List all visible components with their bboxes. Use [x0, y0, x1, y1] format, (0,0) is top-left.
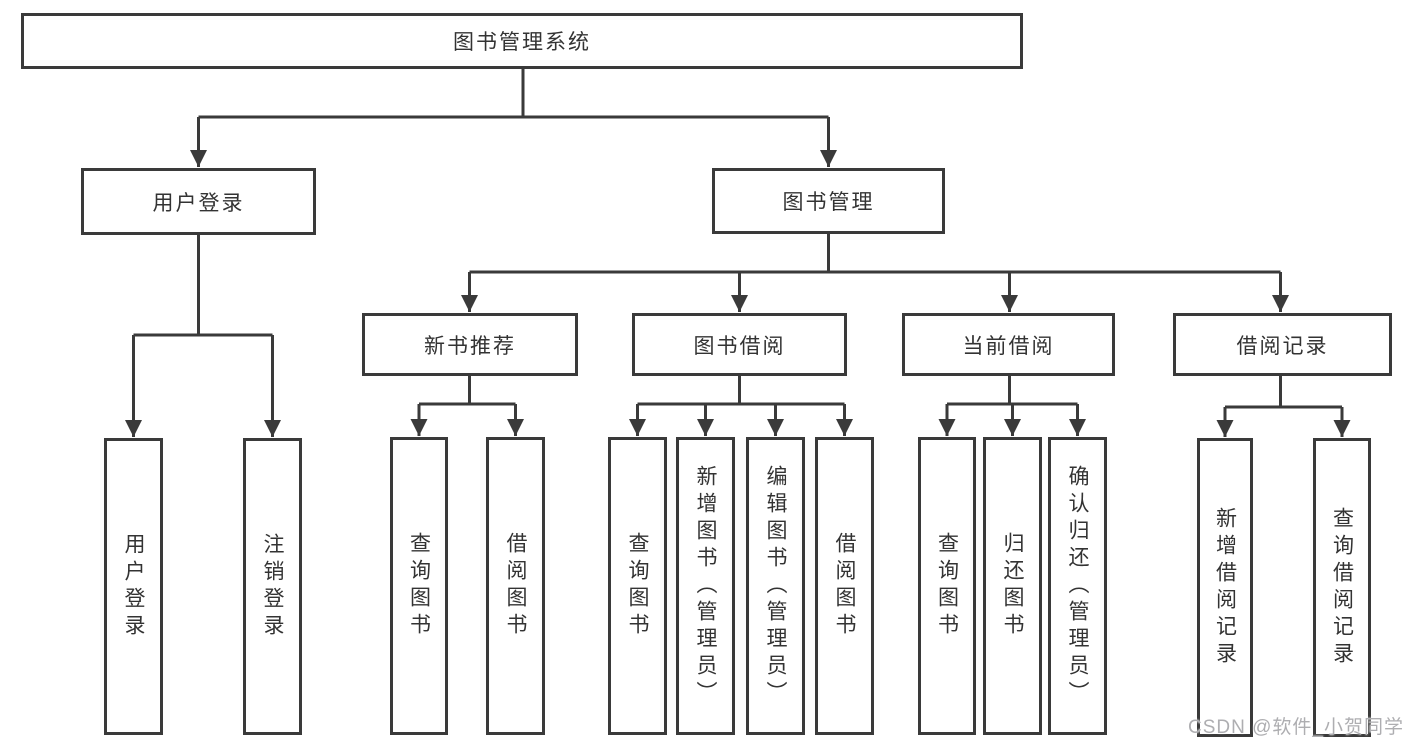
leaf-query-book-recommend-label: 查询图书	[407, 532, 431, 640]
node-book-management-label: 图书管理	[782, 191, 875, 214]
leaf-borrow-book-recommend-label: 借阅图书	[504, 532, 527, 640]
leaf-query-borrow-record: 查询借阅记录	[1313, 438, 1371, 737]
node-current-borrowing: 当前借阅	[902, 313, 1115, 376]
node-new-book-recommendation: 新书推荐	[362, 313, 578, 376]
leaf-query-book-current: 查询图书	[918, 437, 976, 735]
leaf-confirm-return-admin: 确认归还（管理员）	[1048, 437, 1107, 735]
leaf-logout-label: 注销登录	[261, 532, 284, 641]
leaf-confirm-return-admin-label: 确认归还（管理员）	[1066, 464, 1089, 708]
node-borrowing-records: 借阅记录	[1173, 313, 1392, 376]
leaf-borrow-book: 借阅图书	[815, 437, 874, 735]
leaf-logout: 注销登录	[243, 438, 302, 735]
leaf-user-login-label: 用户登录	[122, 532, 145, 641]
leaf-borrow-book-label: 借阅图书	[833, 532, 856, 640]
leaf-query-borrow-record-label: 查询借阅记录	[1330, 506, 1354, 669]
csdn-watermark: CSDN @软件_小贺同学	[1188, 717, 1404, 738]
leaf-query-book-recommend: 查询图书	[390, 437, 448, 735]
leaf-borrow-book-recommend: 借阅图书	[486, 437, 545, 735]
node-root-label: 图书管理系统	[453, 31, 591, 54]
leaf-edit-book-admin: 编辑图书（管理员）	[746, 437, 805, 735]
node-user-login-label: 用户登录	[152, 191, 245, 215]
node-current-borrowing-label: 当前借阅	[962, 334, 1055, 358]
node-book-borrowing: 图书借阅	[632, 313, 847, 376]
node-borrowing-records-label: 借阅记录	[1236, 334, 1329, 358]
leaf-add-borrow-record: 新增借阅记录	[1197, 438, 1253, 737]
leaf-return-book-label: 归还图书	[1001, 532, 1024, 640]
leaf-user-login: 用户登录	[104, 438, 163, 735]
leaf-add-borrow-record-label: 新增借阅记录	[1213, 506, 1237, 669]
node-new-book-recommendation-label: 新书推荐	[424, 334, 516, 358]
leaf-add-book-admin: 新增图书（管理员）	[676, 437, 735, 735]
leaf-query-book-current-label: 查询图书	[935, 532, 959, 640]
leaf-return-book: 归还图书	[983, 437, 1042, 735]
leaf-edit-book-admin-label: 编辑图书（管理员）	[764, 464, 787, 708]
leaf-add-book-admin-label: 新增图书（管理员）	[694, 464, 717, 708]
node-book-management: 图书管理	[712, 168, 945, 234]
node-root-library-system: 图书管理系统	[21, 13, 1023, 69]
leaf-query-book-borrowing-label: 查询图书	[626, 532, 649, 640]
leaf-query-book-borrowing: 查询图书	[608, 437, 667, 735]
node-book-borrowing-label: 图书借阅	[693, 334, 786, 358]
node-user-login: 用户登录	[81, 168, 316, 235]
